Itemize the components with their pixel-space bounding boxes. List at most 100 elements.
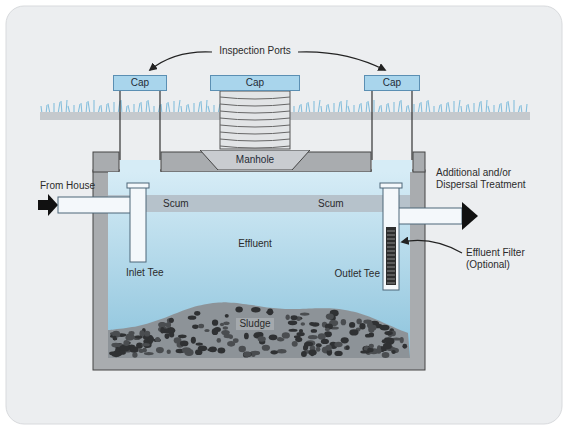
manhole-cover: Manhole [200, 150, 310, 170]
card [6, 6, 562, 424]
bellows-ridge [220, 111, 290, 113]
riser-line [411, 91, 412, 160]
pebble [144, 331, 150, 337]
pebble [316, 343, 322, 347]
pebble [217, 338, 222, 343]
pebble [251, 307, 260, 313]
pebble [384, 331, 392, 335]
bellows-ridge [220, 125, 290, 127]
pebble [207, 348, 215, 351]
pebble [311, 329, 317, 333]
pebble [269, 334, 278, 340]
pebble [325, 328, 330, 331]
pebble [188, 316, 197, 320]
filter-slot [387, 267, 395, 268]
grass-blade [486, 100, 487, 114]
leader-arrow [402, 240, 462, 253]
grass-blade [318, 100, 320, 114]
pebble [191, 337, 196, 344]
tee-cap [380, 183, 402, 188]
pebble [148, 336, 154, 342]
pebble [266, 311, 273, 314]
layer-label: Effluent [238, 238, 272, 250]
pebble [225, 314, 229, 318]
pebble [288, 329, 297, 332]
bellows-ridges [220, 97, 290, 148]
pebble [196, 343, 203, 346]
pebble [349, 322, 355, 328]
grass-blade [178, 100, 180, 114]
bellows-ridge [220, 139, 290, 141]
pebble [233, 338, 239, 343]
part-label: Outlet Tee [318, 268, 380, 280]
pebble [402, 344, 407, 349]
outlet-arrow [462, 202, 478, 230]
pebble [267, 308, 273, 315]
pebble [198, 324, 204, 329]
layer-label: Sludge [236, 318, 273, 330]
node-text: Cap [383, 77, 401, 89]
grass-blade [121, 100, 122, 114]
part-label: Inlet Tee [126, 267, 164, 279]
pipe-label: From House [40, 180, 95, 192]
riser-opening [120, 160, 160, 172]
pebble [239, 346, 246, 352]
pebble [182, 347, 191, 353]
pebble [212, 328, 219, 335]
pebble [111, 351, 120, 357]
pebble [128, 331, 134, 335]
pebble [345, 345, 349, 350]
node-text: Cap [131, 77, 149, 89]
pebble [220, 323, 224, 326]
filter-slot [387, 251, 395, 252]
pebble [262, 345, 270, 351]
grass-blade [373, 100, 374, 114]
pebble [155, 337, 160, 342]
pebble [132, 352, 137, 358]
pebble [377, 345, 381, 352]
pebble [369, 344, 374, 348]
pebble [194, 311, 200, 316]
inspection-cap: Cap [210, 75, 300, 91]
pebble [270, 350, 277, 354]
grass-blade [93, 100, 94, 114]
manhole-outline [200, 150, 310, 170]
pebble [383, 343, 392, 350]
pebble [363, 320, 372, 324]
grass-blade [458, 100, 460, 114]
pebble [212, 320, 218, 326]
pebble [217, 348, 225, 354]
pebble [244, 333, 249, 340]
inlet-arrow [48, 194, 58, 216]
grass-blade [66, 100, 67, 114]
filter-slot [387, 259, 395, 260]
pebble [198, 345, 207, 351]
pebble [180, 341, 189, 347]
tee-cap [127, 183, 149, 188]
inlet-pipe [58, 197, 144, 213]
filter-slot [387, 263, 395, 264]
filter-slot [387, 255, 395, 256]
pebble [380, 326, 389, 330]
pebble [141, 343, 149, 346]
scum-layer [108, 195, 410, 212]
pebble [277, 338, 284, 342]
pebble [158, 322, 166, 328]
riser-line [159, 91, 160, 160]
pebble [316, 347, 321, 352]
pebble [169, 332, 174, 337]
pebble [127, 335, 132, 339]
pebble [123, 340, 129, 346]
bellows-ridge [220, 97, 290, 99]
pebble [391, 350, 395, 354]
pebble [165, 333, 170, 339]
tank-top [413, 152, 425, 172]
pebble [301, 322, 306, 325]
sludge-pebbles [109, 306, 407, 357]
leader-arrow [298, 52, 385, 70]
pebble [135, 335, 143, 338]
outlet-tee [383, 187, 399, 290]
pebble [400, 337, 404, 343]
